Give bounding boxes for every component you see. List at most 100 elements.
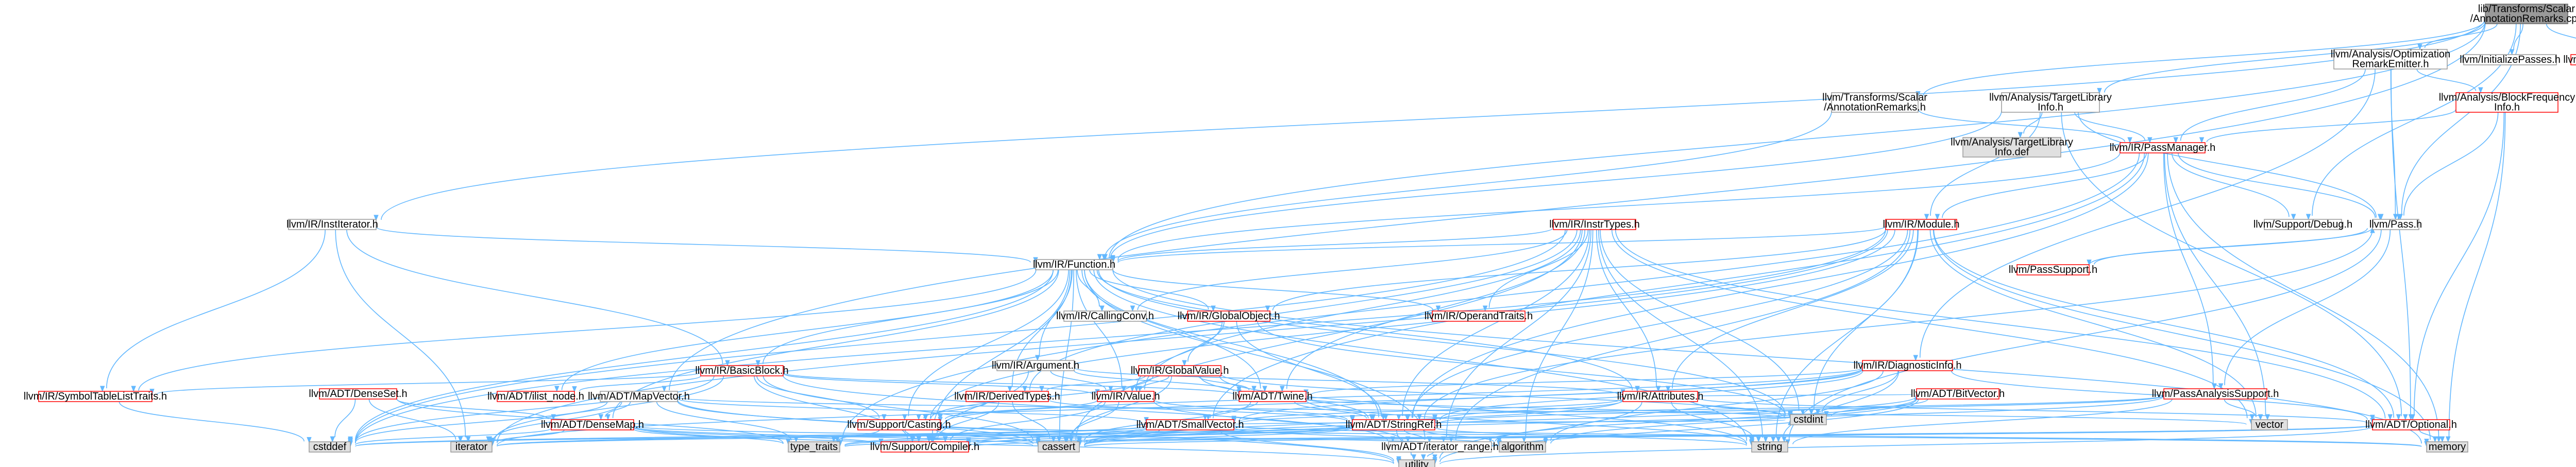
file-node-root[interactable]: lib/Transforms/Scalar/AnnotationRemarks.… [2470,4,2576,25]
file-node-cassert[interactable]: cassert [1038,441,1080,453]
include-edge-attributes-to-stringref [1432,400,1623,421]
file-node-module[interactable]: llvm/IR/Module.h [1883,219,1960,230]
file-node-casting[interactable]: llvm/Support/Casting.h [847,419,951,430]
node-label-line: llvm/PassSupport.h [2009,264,2097,275]
file-node-annoth[interactable]: llvm/Transforms/Scalar/AnnotationRemarks… [1822,92,1927,113]
file-node-mapvector[interactable]: llvm/ADT/MapVector.h [588,391,690,402]
file-node-string[interactable]: string [1751,441,1788,453]
file-node-symtab[interactable]: llvm/IR/SymbolTableListTraits.h [24,391,167,402]
file-node-callingconv[interactable]: llvm/IR/CallingConv.h [1056,310,1154,322]
file-node-passmgr[interactable]: llvm/IR/PassManager.h [2110,142,2216,153]
file-node-cstddef[interactable]: cstddef [309,441,351,453]
file-node-initpasses[interactable]: llvm/InitializePasses.h [2460,54,2561,65]
file-node-vector[interactable]: vector [2251,419,2288,430]
file-node-globalobj[interactable]: llvm/IR/GlobalObject.h [1178,310,1280,322]
file-node-scalar[interactable]: llvm/Transforms/Scalar.h [2563,54,2576,65]
include-edge-optional-to-memory [2419,429,2442,443]
node-box [700,365,784,376]
node-box [1388,441,1492,453]
node-label-line: cstdint [1793,414,1823,425]
node-box [1035,259,1113,270]
file-node-pass[interactable]: llvm/Pass.h [2369,219,2422,230]
node-box [450,441,493,453]
include-edge-function-to-ilistnode [554,269,1054,392]
file-node-operandtraits[interactable]: llvm/IR/OperandTraits.h [1425,310,1533,322]
file-node-ore[interactable]: llvm/Analysis/OptimizationRemarkEmitter.… [2331,49,2450,70]
include-edge-globalobj-to-globalvalue [1182,321,1225,367]
file-node-argument[interactable]: llvm/IR/Argument.h [992,360,1079,371]
file-node-typetraits[interactable]: type_traits [788,441,840,453]
file-node-memory[interactable]: memory [2426,441,2468,453]
file-node-twine[interactable]: llvm/ADT/Twine.h [1232,391,1313,402]
file-node-denseset[interactable]: llvm/ADT/DenseSet.h [309,388,407,400]
file-node-function[interactable]: llvm/IR/Function.h [1033,259,1115,270]
include-edge-value-to-stringref [1154,399,1355,421]
file-node-stringref[interactable]: llvm/ADT/StringRef.h [1346,419,1442,430]
file-node-diaginfo[interactable]: llvm/IR/DiagnosticInfo.h [1853,360,1961,371]
include-edge-module-to-optional [1933,229,2401,421]
node-label-line: llvm/Analysis/BlockFrequency [2439,92,2575,103]
file-node-cstdint[interactable]: cstdint [1790,414,1827,425]
file-node-bitvector[interactable]: llvm/ADT/BitVector.h [1911,388,2005,400]
file-node-passanalysis[interactable]: llvm/PassAnalysisSupport.h [2152,388,2279,400]
node-box [2455,92,2558,113]
node-label-line: llvm/IR/InstrTypes.h [1549,219,1640,230]
file-node-optional[interactable]: llvm/ADT/Optional.h [2365,419,2457,430]
file-node-compiler[interactable]: llvm/Support/Compiler.h [870,441,979,453]
node-box [2570,54,2576,65]
node-label-line: iterator [455,441,488,453]
file-node-value[interactable]: llvm/IR/Value.h [1091,391,1160,402]
include-edge-ore-to-diaginfo [1913,68,2376,361]
node-label-line: llvm/Transforms/Scalar.h [2563,54,2576,65]
include-edge-insttypes-to-operandtraits [1482,229,1589,312]
file-node-debug[interactable]: llvm/Support/Debug.h [2253,219,2352,230]
node-box [1038,441,1080,453]
node-box [1239,391,1307,402]
node-box [1398,459,1435,467]
node-label-line: llvm/IR/Module.h [1883,219,1960,230]
include-edge-tli-to-pass [2077,112,2384,220]
file-node-ilistnode[interactable]: llvm/ADT/ilist_node.h [487,391,584,402]
include-edge-function-to-densemap [605,269,1059,421]
node-label-line: llvm/Support/Casting.h [847,419,951,430]
file-node-insttypes[interactable]: llvm/IR/InstrTypes.h [1549,219,1640,230]
file-node-smallvector[interactable]: llvm/ADT/SmallVector.h [1137,419,1244,430]
file-node-utility[interactable]: utility [1398,459,1435,467]
include-edge-tli-to-optional [2061,112,2408,421]
file-node-iterator[interactable]: iterator [450,441,493,453]
include-edge-root-to-scalar [2546,23,2576,39]
node-box [2372,419,2450,430]
include-edge-bfi-to-passmgr [2199,109,2456,144]
file-node-institer[interactable]: llvm/IR/InstIterator.h [286,219,378,230]
file-node-densemap[interactable]: llvm/ADT/DenseMap.h [541,419,644,430]
include-edge-function-to-basicblock [755,269,1059,367]
node-label-line: llvm/IR/GlobalValue.h [1131,365,1229,376]
include-edge-annoth-to-passmgr [1918,109,2132,144]
node-box [2264,219,2342,230]
node-box [1885,219,1957,230]
node-label-line: llvm/IR/InstIterator.h [286,219,378,230]
file-node-passsupport[interactable]: llvm/PassSupport.h [2009,264,2097,275]
file-node-basicblock[interactable]: llvm/IR/BasicBlock.h [695,365,788,376]
node-label-line: llvm/ADT/iterator_range.h [1381,441,1499,453]
node-label-line: llvm/Analysis/TargetLibrary [1989,92,2112,103]
node-label-line: Info.h [2494,102,2520,113]
node-box [2163,388,2267,400]
file-node-derivedtypes[interactable]: llvm/IR/DerivedTypes.h [954,391,1060,402]
file-node-iterrange[interactable]: llvm/ADT/iterator_range.h [1381,441,1499,453]
node-label-line: algorithm [1501,441,1544,453]
include-edge-pass-to-string [1782,229,2382,443]
include-edge-attributes-to-bitvector [1697,393,1919,400]
file-node-algorithm[interactable]: algorithm [1499,441,1546,453]
include-edge-passmgr-to-function [1110,152,2121,262]
include-edge-passmgr-to-module [1935,152,2147,220]
file-node-globalvalue[interactable]: llvm/IR/GlobalValue.h [1131,365,1229,376]
file-node-attributes[interactable]: llvm/IR/Attributes.h [1617,391,1704,402]
node-label-line: llvm/Analysis/TargetLibrary [1951,137,2073,148]
include-edge-mapvector-to-densemap [598,401,631,421]
node-box [2016,264,2090,275]
node-label-line: llvm/Pass.h [2369,219,2422,230]
